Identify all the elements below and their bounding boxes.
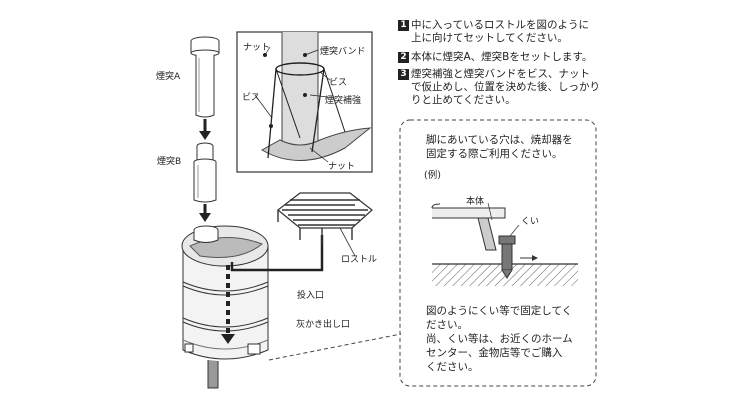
inlet-path: [221, 235, 324, 344]
note-bottom-line2: ださい。: [426, 319, 468, 331]
step-3-number: 3: [398, 69, 409, 80]
inlet-label: 投入口: [297, 291, 325, 301]
step-3-line2: で仮止めし、位置を決めた後、しっかり: [411, 81, 600, 93]
note-bottom-line4: センター、金物店等でご購入: [426, 347, 563, 359]
nut-top-label: ナット: [243, 43, 271, 53]
screw-right-label: ビス: [329, 78, 348, 88]
note-example-label: (例): [424, 170, 441, 181]
step-2-number: 2: [398, 52, 409, 63]
stake-example-drawing: [431, 202, 578, 286]
rostle-drawing: [277, 192, 373, 257]
rostle-label: ロストル: [341, 255, 378, 265]
chimney-band-label: 煙突バンド: [320, 47, 366, 57]
note-line1: 脚にあいている穴は、焼却器を: [426, 134, 573, 146]
down-arrow-2: [199, 204, 211, 222]
note-bottom-line1: 図のようにくい等で固定してく: [426, 305, 573, 317]
step-2-line1: 本体に煙突A、煙突Bをセットします。: [411, 51, 593, 63]
note-line2: 固定する際ご利用ください。: [426, 148, 563, 160]
chimney-b-drawing: [193, 142, 217, 203]
band-detail-inset: [236, 31, 373, 173]
reinforcement-label: 煙突補強: [325, 96, 362, 106]
step-1-line2: 上に向けてセットしてください。: [411, 32, 568, 44]
screw-left-label: ビス: [242, 93, 261, 103]
note-bottom-line5: ください。: [426, 361, 479, 373]
ash-outlet-label: 灰かき出し口: [296, 320, 351, 330]
chimney-a-label: 煙突A: [156, 72, 181, 82]
nut-bottom-label: ナット: [328, 162, 356, 172]
stake-label: くい: [521, 217, 540, 227]
step-3-line3: りと止めてください。: [411, 94, 516, 106]
step-1-line1: 中に入っているロストルを図のように: [411, 19, 589, 31]
note-bottom-line3: 尚、くい等は、お近くのホーム: [426, 333, 573, 345]
down-arrow-1: [199, 119, 211, 140]
body-label: 本体: [466, 197, 485, 207]
chimney-a-drawing: [190, 36, 220, 118]
chimney-b-label: 煙突B: [157, 157, 182, 167]
step-1-number: 1: [398, 20, 409, 31]
step-3-line1: 煙突補強と煙突バンドをビス、ナット: [411, 68, 591, 80]
note-box: [268, 119, 597, 387]
incinerator-body-drawing: [181, 225, 269, 389]
